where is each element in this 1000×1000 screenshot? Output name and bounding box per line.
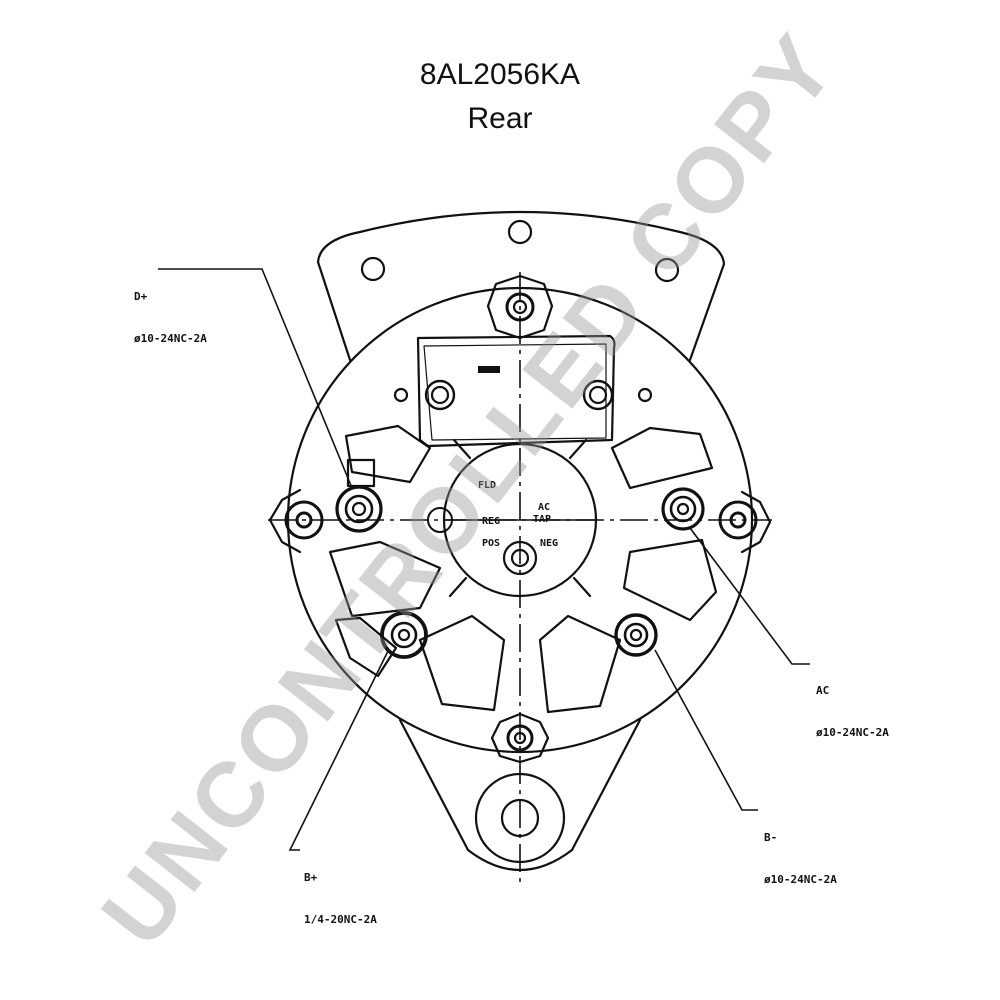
panel-label-neg: NEG	[540, 538, 558, 549]
vent-mid-left	[328, 540, 442, 618]
vent-top-right	[610, 426, 714, 490]
d-plus-terminal	[335, 485, 383, 533]
part-number: 8AL2056KA	[419, 58, 581, 91]
callout-b-minus-name: B-	[764, 831, 778, 844]
callout-d-plus: D+ ø10-24NC-2A	[134, 262, 207, 360]
callout-ac: AC ø10-24NC-2A	[816, 656, 889, 754]
callout-b-plus-name: B+	[304, 871, 318, 884]
mount-hole-right	[654, 257, 680, 283]
view-label: Rear	[467, 102, 533, 135]
panel-label-reg: REG	[482, 516, 500, 527]
panel-label-pos: POS	[482, 538, 500, 549]
b-plus-leader	[288, 650, 389, 851]
right-ear	[740, 490, 772, 554]
callout-d-plus-thread: ø10-24NC-2A	[134, 332, 207, 345]
b-minus-leader	[654, 649, 758, 811]
d-plus-leader	[158, 268, 353, 489]
vent-bottom-left	[418, 614, 506, 712]
top-mounting-ear	[316, 210, 726, 362]
panel-label-fld: FLD	[478, 480, 496, 491]
vent-top-left	[344, 424, 432, 484]
ac-leader	[689, 527, 810, 665]
callout-b-plus: B+ 1/4-20NC-2A	[304, 843, 377, 941]
callout-ac-name: AC	[816, 684, 830, 697]
callout-d-plus-name: D+	[134, 290, 148, 303]
panel-label-ac: AC	[538, 502, 550, 513]
callout-b-minus: B- ø10-24NC-2A	[764, 803, 837, 901]
b-minus-terminal	[614, 613, 658, 657]
mount-hole-top	[507, 219, 533, 245]
vent-bottom-right	[538, 614, 622, 714]
panel-label-tap: TAP	[533, 514, 551, 525]
mount-hole-left	[360, 256, 386, 282]
callout-b-plus-thread: 1/4-20NC-2A	[304, 913, 377, 926]
vent-mid-right	[622, 538, 718, 622]
vent-left-lower	[334, 616, 398, 678]
b-plus-terminal	[380, 611, 428, 659]
callout-ac-thread: ø10-24NC-2A	[816, 726, 889, 739]
ac-terminal	[661, 487, 705, 531]
callout-b-minus-thread: ø10-24NC-2A	[764, 873, 837, 886]
